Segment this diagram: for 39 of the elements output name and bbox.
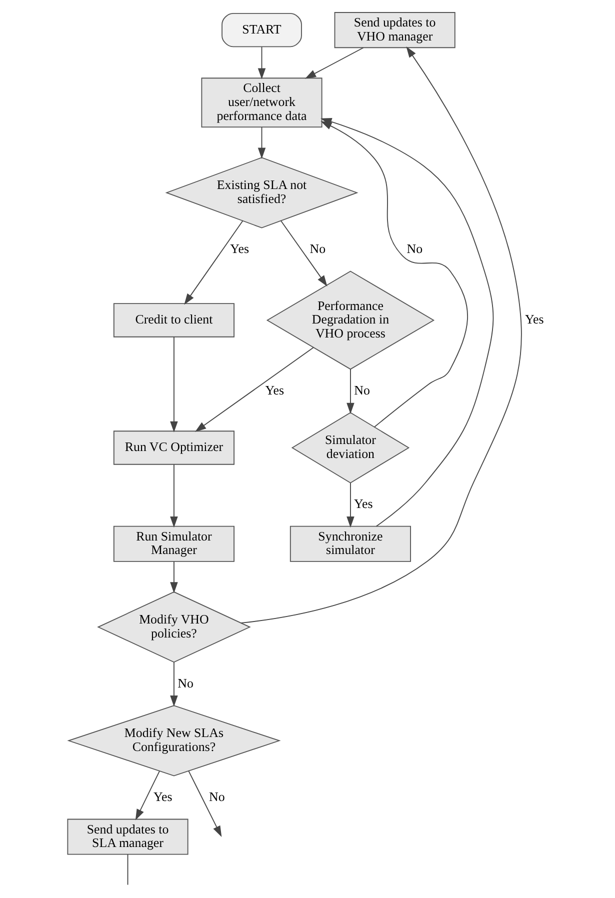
arrow: [170, 464, 178, 528]
node-box: Run Simulator Manager: [113, 526, 234, 562]
edge-label: Yes: [153, 788, 172, 804]
edge-label: No: [354, 382, 370, 398]
node-box: START: [222, 12, 302, 48]
arrow: [258, 46, 266, 80]
node-diamond: Modify New SLAs Configurations?: [67, 705, 281, 776]
arrow: [170, 561, 178, 594]
arrow: [195, 347, 314, 432]
node-box: Credit to client: [113, 303, 234, 338]
node-box: Send updates to VHO manager: [334, 12, 456, 48]
edge-label: No: [406, 240, 423, 256]
edge-label: No: [209, 788, 225, 804]
arrow: [346, 368, 354, 414]
arrow: [170, 336, 178, 432]
arrow: [304, 47, 364, 79]
edge-label: No: [178, 675, 194, 690]
edge-label: Yes: [230, 240, 249, 256]
arrow: [184, 220, 244, 305]
connector: [127, 854, 128, 886]
node-box: Synchronize simulator: [290, 526, 411, 562]
node-box: Collect user/network performance data: [201, 78, 322, 128]
node-box: Send updates to SLA manager: [67, 818, 188, 855]
arrow: [346, 482, 354, 528]
edge-label: No: [310, 240, 326, 256]
arrow: [240, 46, 522, 624]
edge-label: Yes: [354, 496, 373, 511]
node-diamond: Existing SLA not satisfied?: [165, 157, 358, 228]
edge-label: Yes: [524, 312, 544, 327]
arrow: [280, 220, 328, 286]
arrow: [258, 126, 266, 159]
arrow: [135, 770, 160, 820]
node-box: Run VC Optimizer: [113, 430, 234, 465]
arrow: [188, 770, 222, 837]
arrow: [170, 662, 178, 707]
node-diamond: Modify VHO policies?: [97, 591, 251, 663]
edge-label: Yes: [265, 382, 284, 398]
node-diamond: Performance Degradation in VHO process: [266, 270, 435, 370]
node-diamond: Simulator deviation: [291, 412, 410, 484]
